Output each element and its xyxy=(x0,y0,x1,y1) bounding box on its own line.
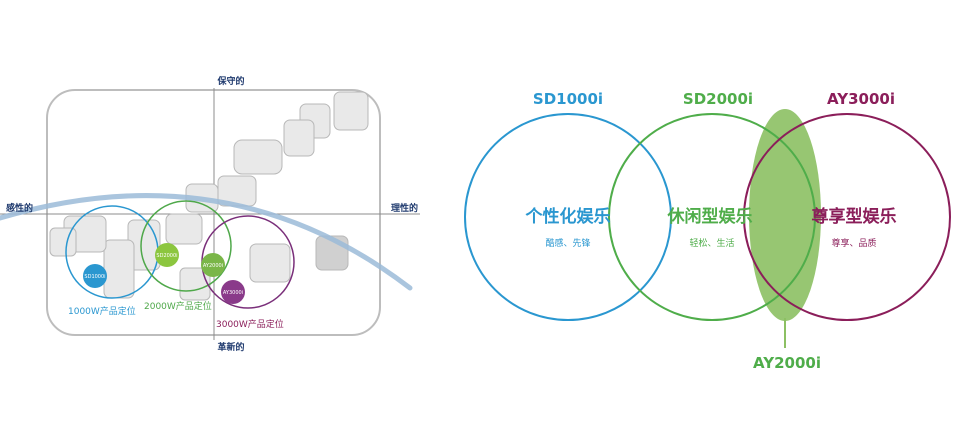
set-main-sd2000i: 休闲型娱乐 xyxy=(667,206,753,227)
product-image xyxy=(165,213,203,245)
positioning-map-canvas: SD1000i SD2000i AY2000i AY3000i 保守的 革新的 … xyxy=(0,75,420,353)
product-image xyxy=(333,91,369,131)
circle-2000w xyxy=(140,200,232,292)
overlap-label: AY2000i xyxy=(753,354,821,372)
set-main-sd1000i: 个性化娱乐 xyxy=(525,206,611,227)
venn-circle-ay3000i xyxy=(743,113,951,321)
badge-label: AY2000i xyxy=(203,263,223,269)
product-image xyxy=(103,239,135,299)
set-name-sd2000i: SD2000i xyxy=(683,90,753,108)
set-sub-sd2000i: 轻松、生活 xyxy=(689,237,734,249)
product-image xyxy=(249,243,291,283)
badge-label: SD1000i xyxy=(84,274,105,280)
positioning-map: SD1000i SD2000i AY2000i AY3000i 保守的 革新的 … xyxy=(0,0,450,446)
product-image xyxy=(283,119,315,157)
axis-label-top: 保守的 xyxy=(216,75,244,87)
product-image xyxy=(233,139,283,175)
badge-ay3000i: AY3000i xyxy=(221,280,245,304)
badge-ay2000i: AY2000i xyxy=(201,253,225,277)
badge-dot xyxy=(83,264,107,288)
badge-dot xyxy=(201,253,225,277)
venn-circle-sd1000i xyxy=(464,113,672,321)
axis-label-left: 感性的 xyxy=(6,202,33,214)
badge-sd1000i: SD1000i xyxy=(83,264,107,288)
badge-label: AY3000i xyxy=(223,290,243,296)
set-sub-ay3000i: 尊享、品质 xyxy=(831,237,876,249)
badge-dot xyxy=(155,243,179,267)
set-sub-sd1000i: 酷感、先锋 xyxy=(545,237,590,249)
set-name-sd1000i: SD1000i xyxy=(533,90,603,108)
overlap-ellipse xyxy=(749,109,821,321)
venn-circle-sd2000i xyxy=(608,113,816,321)
badge-label: SD2000i xyxy=(156,253,177,259)
caption-1000w: 1000W产品定位 xyxy=(68,305,136,317)
caption-2000w: 2000W产品定位 xyxy=(144,300,212,312)
set-main-ay3000i: 尊享型娱乐 xyxy=(812,206,897,227)
badge-sd2000i: SD2000i xyxy=(155,243,179,267)
trend-curve xyxy=(0,193,413,291)
product-image xyxy=(49,227,77,257)
set-name-ay3000i: AY3000i xyxy=(827,90,895,108)
caption-3000w: 3000W产品定位 xyxy=(216,318,284,330)
axis-label-right: 理性的 xyxy=(391,202,418,214)
venn-diagram: SD1000i SD2000i AY3000i 个性化娱乐 休闲型娱乐 尊享型娱… xyxy=(450,0,962,446)
product-images xyxy=(49,91,369,301)
badge-dot xyxy=(221,280,245,304)
axis-label-bottom: 革新的 xyxy=(217,341,244,353)
venn-canvas: SD1000i SD2000i AY3000i 个性化娱乐 休闲型娱乐 尊享型娱… xyxy=(464,90,951,372)
